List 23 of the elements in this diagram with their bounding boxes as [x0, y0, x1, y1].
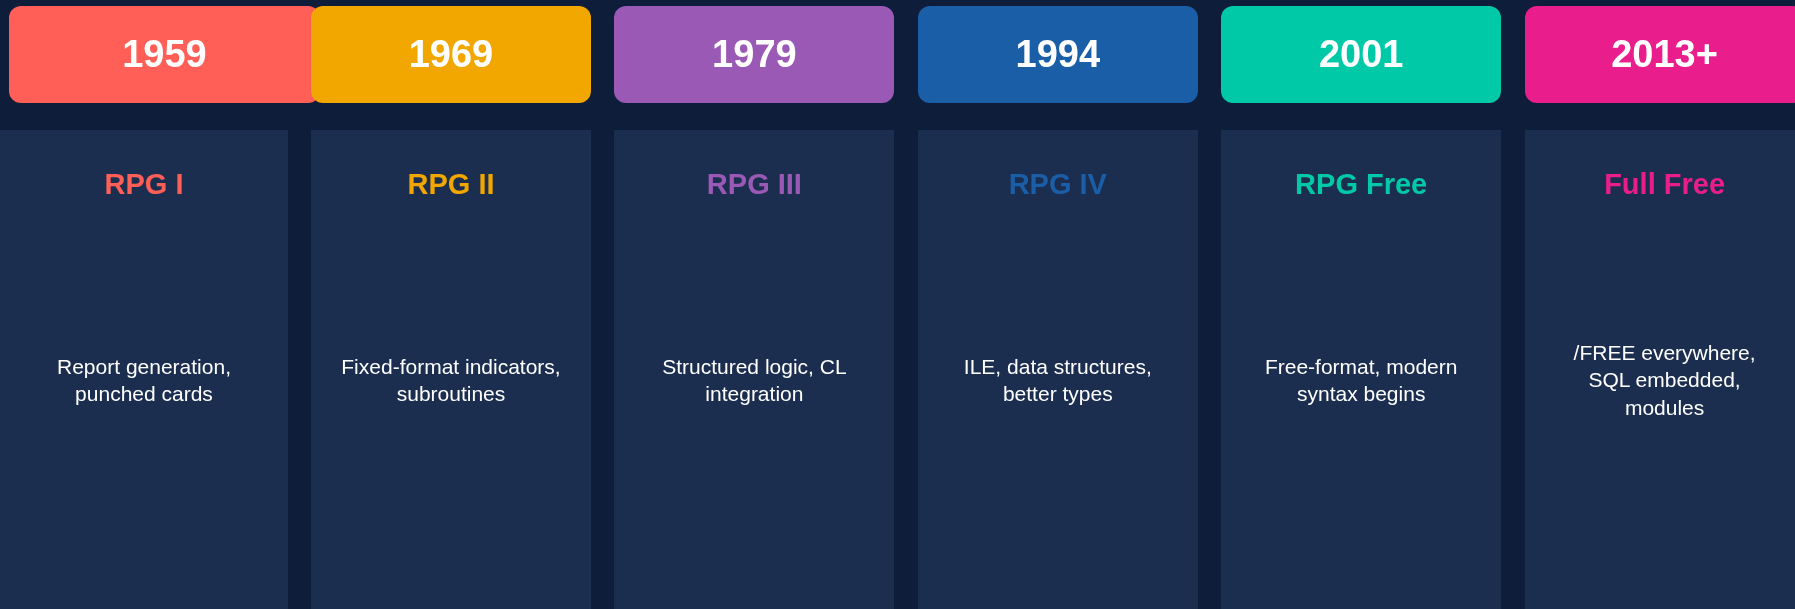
version-description: Report generation, punched cards	[56, 353, 232, 407]
version-title: RPG Free	[1294, 168, 1429, 201]
year-label: 2013+	[1611, 33, 1718, 76]
year-label: 1994	[1015, 33, 1101, 76]
version-description: Structured logic, CL integration	[661, 353, 848, 407]
year-label: 1969	[408, 33, 494, 76]
version-title: RPG IV	[1007, 168, 1108, 201]
version-title: RPG II	[406, 168, 496, 201]
version-title: RPG III	[705, 168, 803, 201]
version-description: ILE, data structures, better types	[962, 353, 1153, 407]
year-label: 2001	[1318, 33, 1404, 76]
year-banner	[1524, 6, 1795, 103]
version-description: Free-format, modern syntax begins	[1263, 353, 1459, 407]
version-description: /FREE everywhere, SQL embedded, modules	[1572, 340, 1757, 421]
year-banner	[311, 6, 591, 103]
year-banner	[614, 6, 895, 103]
version-title: Full Free	[1603, 168, 1726, 201]
year-label: 1959	[122, 33, 207, 76]
year-banner	[917, 6, 1198, 103]
year-label: 1979	[712, 33, 797, 76]
version-title: RPG I	[103, 168, 185, 201]
version-description: Fixed-format indicators, subroutines	[341, 353, 561, 407]
year-banner	[1221, 6, 1502, 103]
